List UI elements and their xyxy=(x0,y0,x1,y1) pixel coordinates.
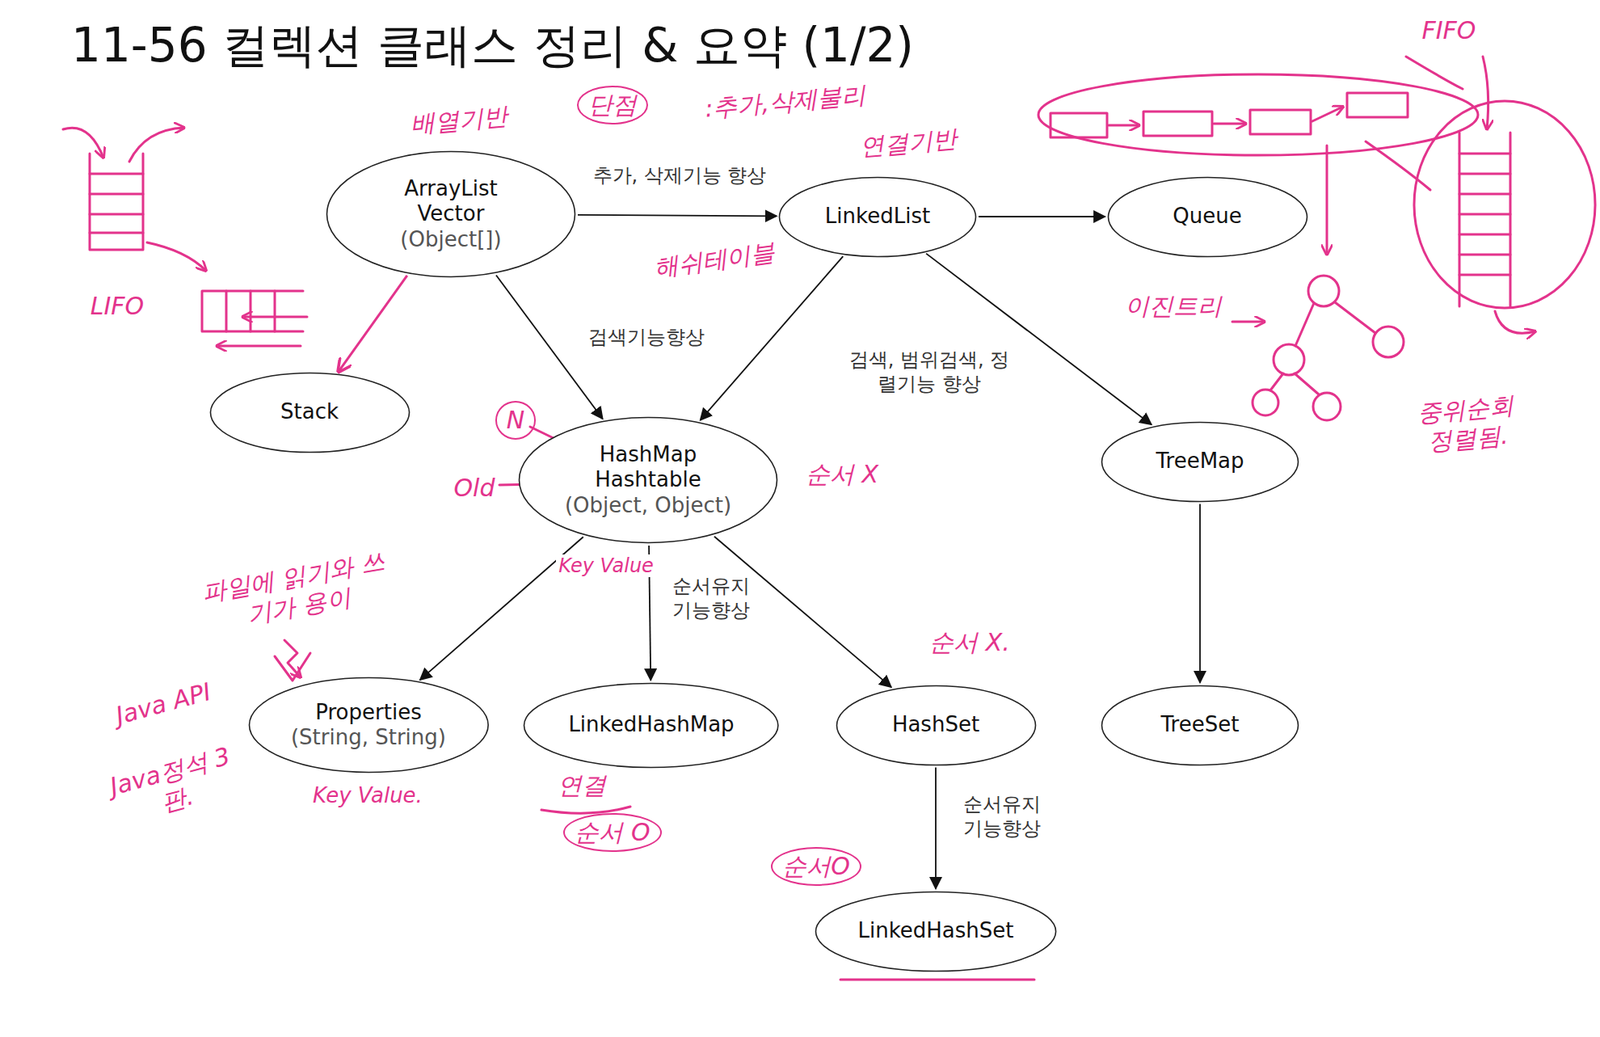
handwritten-note: 순서 X. xyxy=(926,627,1013,657)
class-ellipse: HashSet xyxy=(835,684,1037,767)
class-ellipse: TreeSet xyxy=(1100,684,1300,767)
ellipse-shape xyxy=(815,891,1056,971)
class-name: (Object[]) xyxy=(400,227,502,253)
class-name: Stack xyxy=(280,399,339,425)
handwritten-note: Key Value. xyxy=(310,783,426,809)
ellipse-shape xyxy=(1102,421,1299,502)
class-name: TreeMap xyxy=(1155,448,1244,474)
ellipse-shape xyxy=(524,682,779,767)
inheritance-arrow xyxy=(926,253,1152,426)
class-ellipse: LinkedList xyxy=(778,176,977,258)
class-ellipse: LinkedHashMap xyxy=(522,682,779,769)
class-name: Hashtable xyxy=(594,467,701,493)
ellipse-shape xyxy=(1102,685,1299,765)
handwritten-note: Old xyxy=(451,473,498,503)
ellipse-shape xyxy=(1107,176,1307,257)
handwritten-note: 순서 O xyxy=(563,812,662,852)
class-name: (Object, Object) xyxy=(564,492,732,518)
handwritten-note: 단점 xyxy=(576,85,649,125)
edge-label: 순서유지 기능향상 xyxy=(956,791,1048,841)
handwritten-note: 이진트리 xyxy=(1122,291,1225,321)
handwritten-note: Java정석 3판. xyxy=(103,741,244,831)
handwritten-note: Java API xyxy=(109,676,216,731)
inheritance-arrow xyxy=(700,256,844,421)
ellipse-shape xyxy=(779,176,977,257)
handwritten-note: Key Value xyxy=(555,554,657,578)
class-name: (String, String) xyxy=(290,724,447,750)
class-name: HashMap xyxy=(599,442,697,468)
inheritance-arrow xyxy=(1199,504,1201,683)
class-name: LinkedList xyxy=(825,203,931,229)
ellipse-shape xyxy=(519,417,778,544)
edge-label: 추가, 삭제기능 향상 xyxy=(590,163,770,188)
class-ellipse: HashMapHashtable(Object, Object) xyxy=(517,416,779,544)
class-ellipse: TreeMap xyxy=(1100,421,1300,503)
inheritance-arrow xyxy=(338,275,408,372)
class-ellipse: ArrayListVector(Object[]) xyxy=(325,150,577,278)
class-name: Properties xyxy=(315,699,422,725)
handwritten-note: 배열기반 xyxy=(407,101,512,140)
class-name: HashSet xyxy=(892,711,980,737)
class-name: Vector xyxy=(417,201,485,227)
ellipse-shape xyxy=(836,685,1036,765)
inheritance-arrow xyxy=(978,215,1106,218)
handwritten-note: 연결기반 xyxy=(856,124,961,163)
ellipse-shape xyxy=(210,372,409,452)
edge-label: 검색기능향상 xyxy=(585,324,708,350)
class-name: Queue xyxy=(1172,203,1242,229)
handwritten-note: FIFO xyxy=(1419,16,1479,46)
inheritance-arrow xyxy=(934,767,937,889)
handwritten-note: :추가,삭제불리 xyxy=(701,80,870,124)
inheritance-arrow xyxy=(577,214,777,216)
class-name: LinkedHashMap xyxy=(568,711,734,737)
handwritten-note: 연결 xyxy=(555,770,609,800)
ellipse-shape xyxy=(327,151,576,278)
ellipse-shape xyxy=(248,677,489,773)
handwritten-note: 해쉬테이블 xyxy=(649,236,779,283)
handwritten-note: 순서 X xyxy=(803,459,881,489)
class-ellipse: Queue xyxy=(1107,176,1309,258)
edge-label: 검색, 범위검색, 정렬기능 향상 xyxy=(842,347,1017,396)
handwritten-note: N xyxy=(495,400,536,440)
class-ellipse: LinkedHashSet xyxy=(814,890,1057,973)
class-ellipse: Stack xyxy=(209,371,411,454)
slide-title: 11-56 컬렉션 클래스 정리 & 요약 (1/2) xyxy=(71,17,914,75)
handwritten-note: 순서O xyxy=(770,846,862,886)
class-name: LinkedHashSet xyxy=(857,917,1014,944)
class-ellipse: Properties(String, String) xyxy=(248,676,490,774)
handwritten-note: 중위순회 정렬됨. xyxy=(1403,390,1530,459)
class-name: TreeSet xyxy=(1161,711,1240,737)
edge-label: 순서유지 기능향상 xyxy=(665,573,757,623)
class-name: ArrayList xyxy=(404,176,497,202)
handwritten-note: LIFO xyxy=(88,291,147,321)
handwritten-note: 파일에 읽기와 쓰기가 용이 xyxy=(189,544,403,638)
